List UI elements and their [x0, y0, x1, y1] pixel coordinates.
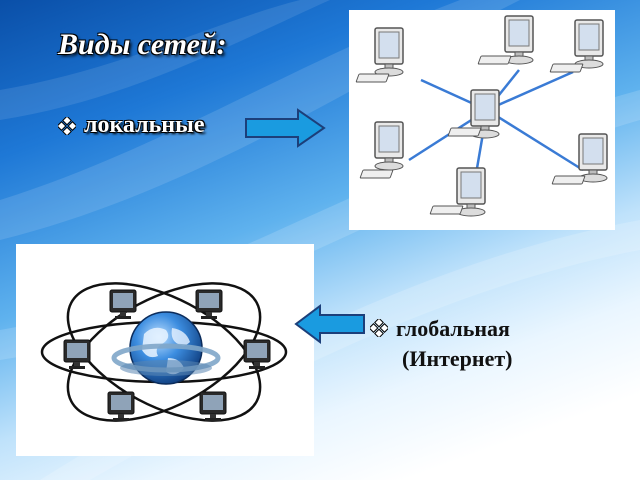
- global-network-illustration: [40, 282, 288, 422]
- global-network-diagram: [16, 244, 314, 456]
- local-network-diagram: [349, 10, 615, 230]
- bullet-global-line2: (Интернет): [402, 346, 513, 371]
- bullet-local-networks: локальные: [58, 112, 205, 139]
- diamond-bullet-icon: [370, 319, 388, 337]
- bullet-local-label: локальные: [84, 112, 205, 138]
- arrow-right-icon: [245, 108, 326, 148]
- bullet-global-network: глобальная (Интернет): [370, 314, 513, 374]
- local-network-illustration: [355, 15, 608, 217]
- arrow-left-icon: [294, 304, 365, 344]
- bullet-global-line1: глобальная: [396, 316, 510, 341]
- diamond-bullet-icon: [58, 117, 76, 135]
- bullet-global-text: глобальная (Интернет): [396, 314, 513, 374]
- slide-title: Виды сетей:: [58, 28, 227, 61]
